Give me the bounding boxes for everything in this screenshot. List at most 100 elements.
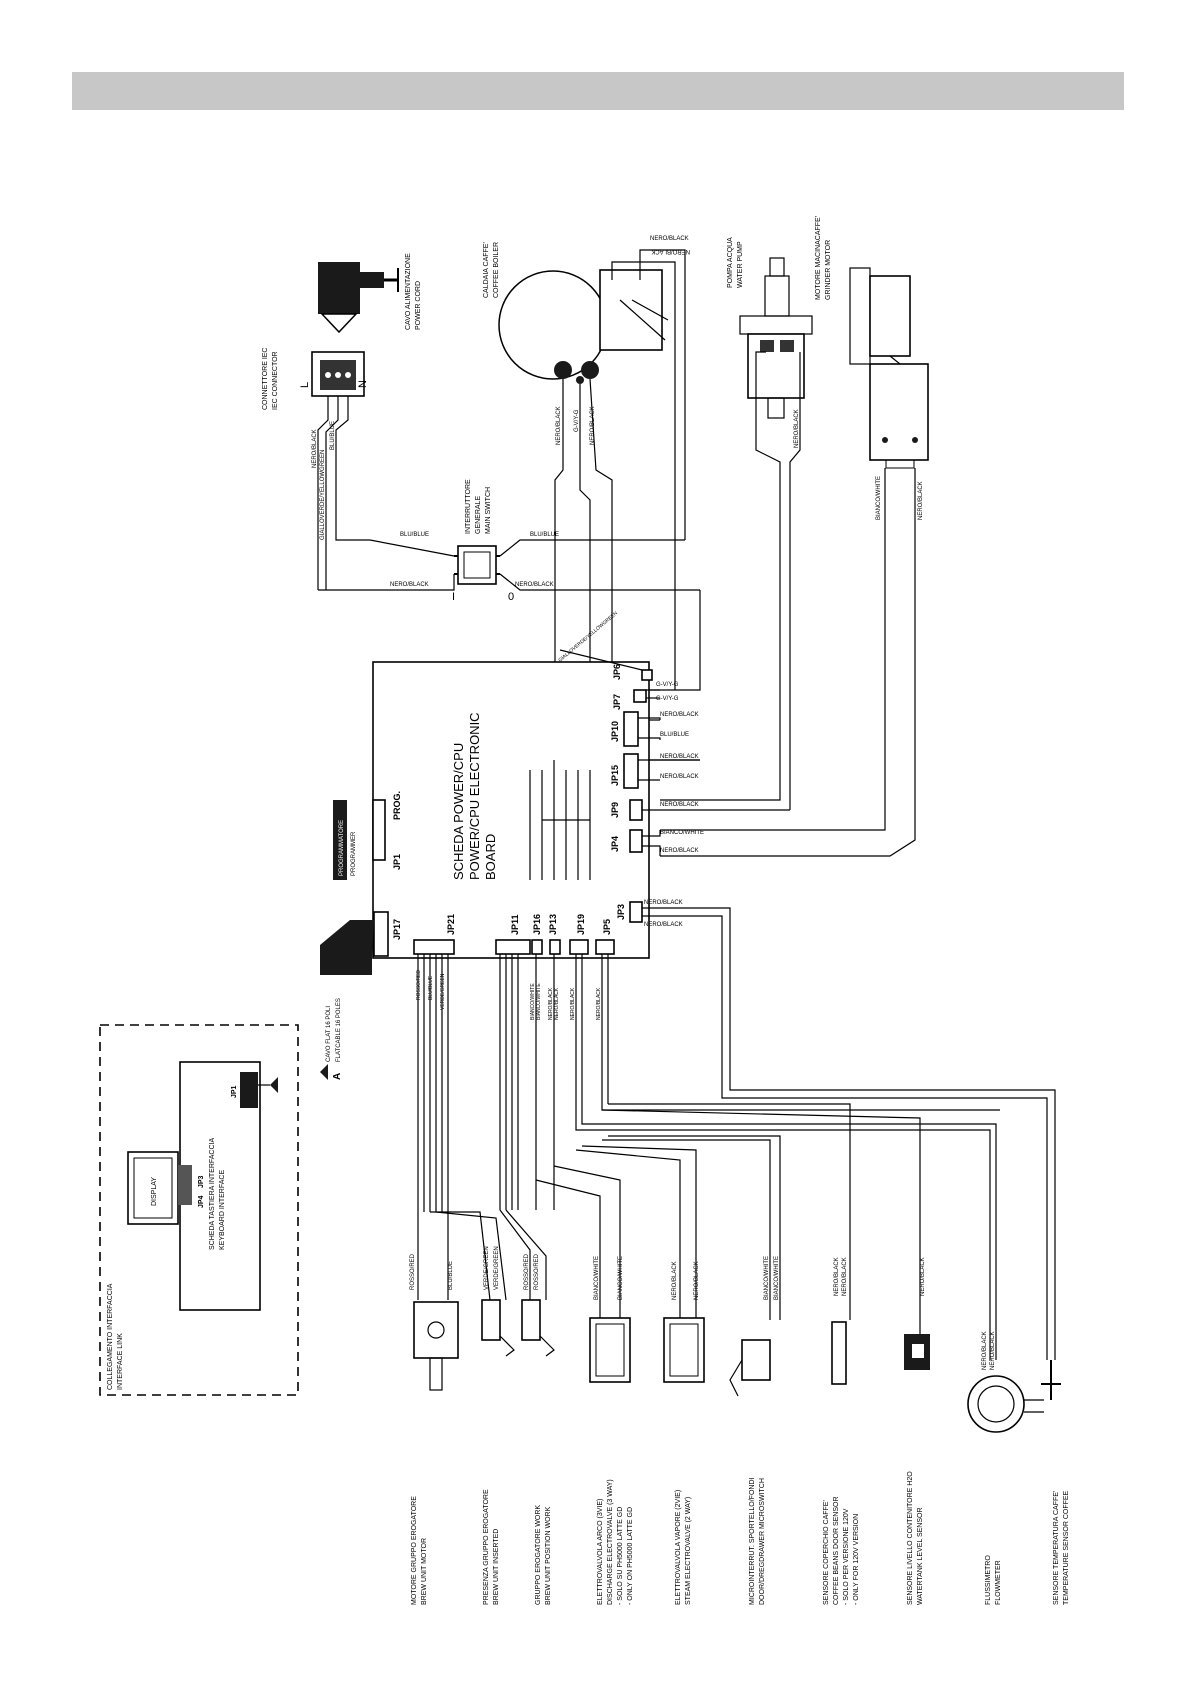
iec-label-it: CONNETTORE IEC — [262, 348, 269, 411]
boiler-wire-nero-c: NERO/BLACK — [556, 406, 562, 445]
flat-cable-label-en: FLATCABLE 16 POLES — [336, 998, 342, 1062]
switch-on-label: I — [452, 591, 455, 603]
coffee-boiler-label-en: COFFEE BOILER — [493, 242, 500, 298]
water-pump-label-it: POMPA ACQUA — [727, 237, 734, 288]
programmer-label-it: PROGRAMMATORE — [339, 820, 345, 876]
jp19-connector — [569, 939, 589, 955]
jp15-label: JP15 — [610, 765, 620, 786]
boiler-wire-nero-b: NERO/BLACK — [651, 248, 690, 254]
jp16-label: JP16 — [532, 914, 542, 935]
jp19-label: JP19 — [576, 914, 586, 935]
jp16-wire-white-a: BIANCO/WHITE — [530, 983, 536, 1020]
jp5-wire-nero: NERO/BLACK — [596, 987, 602, 1020]
display-box — [127, 1151, 179, 1225]
prog-label: PROG. — [392, 791, 402, 820]
jp6-connector — [641, 669, 653, 681]
jp9-connector — [629, 799, 643, 821]
kb-jp3-label: JP3 — [198, 1175, 205, 1188]
grinder-label-it: MOTORE MACINACAFFE' — [815, 216, 822, 300]
work-wire-rosso-b: ROSSO/RED — [534, 1253, 540, 1290]
main-switch-label-1: INTERRUTTORE — [465, 479, 472, 534]
label-brew-unit-motor-1: MOTORE GRUPPO EROGATORE — [411, 1496, 418, 1605]
jp3-label: JP3 — [616, 904, 626, 920]
power-cord-label-it: CAVO ALIMENTAZIONE — [405, 253, 412, 330]
keyboard-interface-label-it: SCHEDA TASTIERA INTERFACCIA — [209, 1138, 216, 1250]
brew-wire-rosso: ROSSO/RED — [410, 1253, 416, 1290]
programmer-label-en: PROGRAMMER — [351, 831, 357, 876]
boiler-wire-gvg: G-V/Y-G — [574, 409, 580, 432]
coffee-boiler — [498, 249, 675, 384]
cpu-board-label-1: SCHEDA POWER/CPU — [451, 743, 466, 880]
jp1-connector — [372, 799, 386, 861]
display-label: DISPLAY — [151, 1177, 158, 1206]
label-temp-sensor-2: TEMPERATURE SENSOR COFFEE — [1063, 1490, 1070, 1605]
kb-jp1-label: JP1 — [231, 1085, 238, 1098]
kb-jp1-connector — [240, 1072, 258, 1108]
main-switch — [454, 545, 500, 585]
level-wire-nero: NERO/BLACK — [920, 1257, 926, 1296]
label-level-sensor-1: SENSORE LIVELLO CONTENITORE H2O — [907, 1471, 914, 1605]
label-brew-work-2: BREW UNIT POSITION WORK — [545, 1506, 552, 1605]
jp11-connector — [495, 939, 531, 955]
label-brew-unit-motor-2: BREW UNIT MOTOR — [421, 1538, 428, 1605]
label-brew-inserted-2: BREW UNIT INSERTED — [493, 1529, 500, 1605]
jp4-label: JP4 — [610, 836, 620, 852]
interface-link-label-en: INTERFACE LINK — [117, 1333, 124, 1390]
switch-wire-blu-1: BLU/BLUE — [400, 532, 429, 538]
brew-wire-blu: BLU/BLUE — [448, 1261, 454, 1290]
grinder-motor — [849, 267, 929, 469]
jp6-label: JP6 — [612, 664, 622, 680]
label-steam-2: STEAM ELECTROVALVE (2 WAY) — [685, 1497, 692, 1605]
iec-label-en: IEC CONNECTOR — [272, 351, 279, 410]
wire-label-blu: BLU/BLUE — [330, 421, 336, 450]
jp7-wire-gvg-1: G-V/Y-G — [656, 682, 679, 688]
label-door-switch-2: DOOR/DREGDRAWER MICROSWITCH — [759, 1478, 766, 1605]
jp17-label: JP17 — [392, 919, 402, 940]
grinder-wire-nero: NERO/BLACK — [918, 481, 924, 520]
wire-label-nero: NERO/BLACK — [312, 429, 318, 468]
switch-wire-blu-2: BLU/BLUE — [530, 532, 559, 538]
discharge-electrovalve — [589, 1317, 631, 1383]
l-label: L — [299, 382, 311, 388]
wire-label-gialloverde: GIALLOVERDE/YELLOWGREEN — [320, 450, 326, 540]
point-a-label: A — [332, 1073, 343, 1080]
jp3-wire-nero-1: NERO/BLACK — [644, 900, 683, 906]
jp15-wire-nero-2: NERO/BLACK — [660, 774, 699, 780]
jp21-wire-verde: VERDE/GREEN — [440, 973, 446, 1010]
beans-door-sensor — [831, 1321, 847, 1385]
flowmeter — [967, 1375, 1044, 1433]
jp10-connector — [623, 711, 639, 747]
label-door-switch-1: MICROINTERRUT. SPORTELLO/FONDI — [749, 1478, 756, 1605]
grinder-label-en: GRINDER MOTOR — [825, 240, 832, 300]
brew-inserted-switch — [481, 1299, 515, 1357]
coffee-boiler-label-it: CALDAIA CAFFE' — [483, 242, 490, 298]
discharge-wire-white-a: BIANCO/WHITE — [594, 1256, 600, 1300]
label-brew-inserted-1: PRESENZA GRUPPO EROGATORE — [483, 1489, 490, 1605]
jp13-wire-nero-a: NERO/BLACK — [548, 987, 554, 1020]
label-beans-sensor-2: COFFEE BEANS DOOR SENSOR — [833, 1496, 840, 1605]
jp13-wire-nero-b: NERO/BLACK — [554, 987, 560, 1020]
brew-work-switch — [521, 1299, 555, 1357]
water-pump — [739, 257, 813, 419]
grinder-wire-white: BIANCO/WHITE — [876, 476, 882, 520]
discharge-wire-white-b: BIANCO/WHITE — [618, 1256, 624, 1300]
jp15-wire-nero-1: NERO/BLACK — [660, 754, 699, 760]
interface-link-label-it: COLLEGAMENTO INTERFACCIA — [107, 1283, 114, 1390]
flow-wire-nero-b: NERO/BLACK — [990, 1331, 996, 1370]
cpu-board-label-2: POWER/CPU ELECTRONIC — [467, 712, 482, 880]
switch-wire-nero-2: NERO/BLACK — [515, 582, 554, 588]
flat-cable-label-it: CAVO FLAT 16 POLI — [326, 1006, 332, 1062]
inserted-wire-verde-a: VERDE/GREEN — [484, 1246, 490, 1290]
jp7-wire-gvg-2: G-V/Y-G — [656, 696, 679, 702]
temperature-sensor — [1041, 1360, 1061, 1400]
label-brew-work-1: GRUPPO EROGATORE WORK — [535, 1505, 542, 1605]
jp4-wire-nero: NERO/BLACK — [660, 848, 699, 854]
jp21-wire-blu: BLU/BLUE — [428, 975, 434, 1000]
label-discharge-1: ELETTROVALVOLA ARCO (3VIE) — [597, 1499, 604, 1605]
door-microswitch — [729, 1339, 771, 1397]
jp4-connector — [629, 829, 643, 853]
label-steam-1: ELETTROVALVOLA VAPORE (2VIE) — [675, 1490, 682, 1605]
label-beans-sensor-3: - SOLO PER VERSIONE 120V — [843, 1508, 850, 1605]
inserted-wire-verde-b: VERDE/GREEN — [494, 1246, 500, 1290]
jp9-wire-nero: NERO/BLACK — [660, 802, 699, 808]
